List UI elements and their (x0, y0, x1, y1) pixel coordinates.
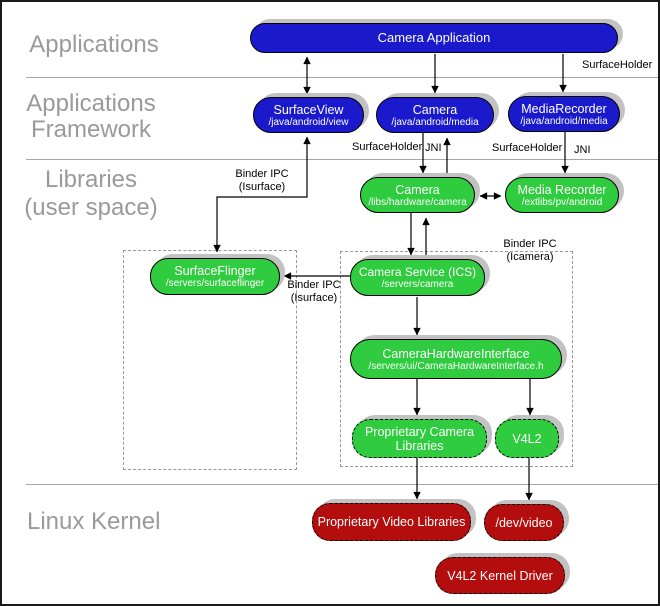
label-surfaceholder-mediarecorder: SurfaceHolder (492, 142, 563, 154)
node-title: Media Recorder (517, 182, 607, 197)
layer-label-line: Framework (30, 116, 151, 143)
node-surfaceflinger: SurfaceFlinger /servers/surfaceflinger (150, 258, 280, 295)
node-camera-framework: Camera /java/android/media (376, 97, 494, 133)
node-title: Camera Service (ICS) (358, 265, 477, 279)
label-jni-mediarecorder: JNI (574, 144, 591, 156)
node-title: Camera (395, 182, 440, 197)
node-path: /libs/hardware/camera (368, 196, 467, 208)
node-camera-hal: Camera /libs/hardware/camera (360, 177, 475, 213)
node-path: /java/android/view (268, 116, 349, 128)
node-path: /servers/surfaceflinger (165, 278, 265, 289)
node-path: /java/android/media (520, 115, 608, 127)
node-proprietary-video-libraries: Proprietary Video Libraries (312, 503, 471, 541)
node-camera-hardware-interface: CameraHardwareInterface /servers/ui/Came… (350, 339, 562, 379)
node-title: Proprietary Camera Libraries (364, 424, 475, 453)
label-surfaceholder-camera: SurfaceHolder (352, 141, 423, 153)
layer-divider (26, 484, 658, 485)
node-title: SurfaceFlinger (174, 264, 256, 278)
label-line: (Isurface) (238, 180, 286, 193)
layer-label-line: Applications (26, 90, 156, 117)
layer-label-applications-framework: Applications Framework (16, 91, 166, 143)
node-title: V4L2 (512, 431, 542, 446)
node-title: MediaRecorder (521, 101, 607, 116)
node-title: CameraHardwareInterface (382, 346, 530, 361)
layer-label-line: (user space) (24, 194, 158, 221)
layer-label-linux-kernel: Linux Kernel (27, 508, 161, 535)
label-binder-ipc-icamera: Binder IPC (Icamera) (492, 238, 568, 263)
label-line: Binder IPC (503, 238, 557, 250)
node-camera-service: Camera Service (ICS) /servers/camera (350, 259, 485, 296)
node-mediarecorder-framework: MediaRecorder /java/android/media (508, 96, 620, 132)
node-title: Camera (412, 102, 458, 117)
surfaceflinger-process-group (123, 250, 297, 470)
node-v4l2-kernel-driver: V4L2 Kernel Driver (435, 557, 565, 594)
layer-divider (26, 159, 658, 160)
node-title: /dev/video (495, 515, 553, 530)
node-title: SurfaceView (273, 102, 344, 117)
node-proprietary-camera-libraries: Proprietary Camera Libraries (352, 419, 487, 458)
node-title: Proprietary Video Libraries (317, 515, 466, 529)
label-line: (Icamera) (506, 250, 554, 263)
node-dev-video: /dev/video (484, 504, 564, 541)
label-binder-ipc-isurface-lower: Binder IPC (Isurface) (286, 279, 342, 304)
node-path: /servers/ui/CameraHardwareInterface.h (368, 360, 544, 372)
layer-label-applications: Applications (29, 31, 159, 58)
node-v4l2: V4L2 (495, 419, 559, 458)
node-title: Camera Application (377, 30, 491, 45)
label-jni-camera: JNI (425, 142, 442, 154)
label-line: Binder IPC (235, 168, 289, 180)
arrow-surfaceview-surfaceflinger-bidir (213, 136, 311, 253)
node-title: V4L2 Kernel Driver (447, 568, 553, 583)
camera-service-process-group (340, 251, 573, 467)
node-media-recorder-lib: Media Recorder /extlibs/pv/android (505, 177, 619, 213)
label-line: (Isurface) (290, 291, 338, 304)
layer-label-line: Libraries (44, 166, 138, 193)
layer-divider (26, 77, 658, 78)
layer-label-libraries: Libraries (user space) (16, 166, 166, 222)
label-binder-ipc-isurface-upper: Binder IPC (Isurface) (217, 168, 307, 193)
node-surfaceview: SurfaceView /java/android/view (253, 97, 364, 133)
label-surfaceholder-top: SurfaceHolder (582, 59, 653, 71)
node-camera-application: Camera Application (250, 23, 618, 53)
node-path: /servers/camera (381, 279, 454, 290)
node-path: /java/android/media (391, 116, 479, 128)
node-path: /extlibs/pv/android (521, 196, 603, 208)
label-line: Binder IPC (287, 279, 341, 291)
